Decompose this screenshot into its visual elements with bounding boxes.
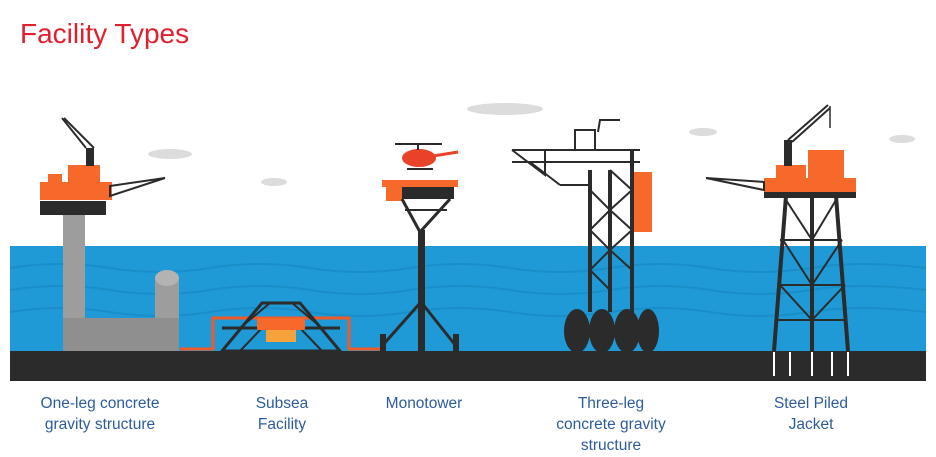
caption-line: Subsea [255,395,309,412]
caption-line: Steel Piled [773,395,849,412]
steel-piled-jacket [705,104,856,376]
three-leg-concrete-platform [511,119,659,353]
caption-one-leg: One-leg concrete gravity structure [22,393,178,435]
caption-line: One-leg concrete [40,395,160,412]
caption-line: Monotower [385,395,463,412]
clouds [148,103,915,186]
caption-line: Facility [257,416,307,433]
helicopter [395,143,459,170]
caption-line: gravity structure [44,416,156,433]
caption-line: structure [580,437,642,454]
monotower [380,143,459,352]
caption-three-leg: Three-leg concrete gravity structure [536,393,686,456]
caption-steel-jacket: Steel Piled Jacket [746,393,876,435]
seabed [10,351,926,381]
caption-monotower: Monotower [369,393,479,414]
caption-line: Jacket [788,416,834,433]
one-leg-concrete-platform [40,117,179,351]
subsea-facility [180,301,380,353]
caption-line: concrete gravity [556,416,666,433]
caption-subsea: Subsea Facility [232,393,332,435]
page-title: Facility Types [20,18,190,49]
caption-line: Three-leg [577,395,645,412]
